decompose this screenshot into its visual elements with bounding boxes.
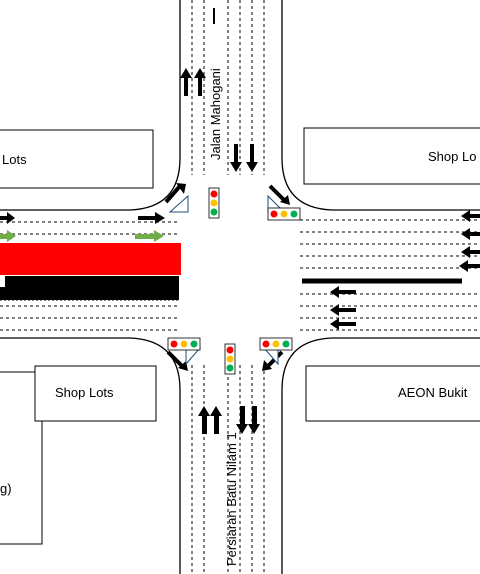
arrow-west-right-2 xyxy=(138,212,165,224)
traffic-signal-west xyxy=(167,337,201,351)
arrow-turn-north-right xyxy=(268,184,290,205)
building-bottom-right: AEON Bukit xyxy=(305,365,480,422)
arrow-west-right-1 xyxy=(0,212,15,224)
arrow-east-left-6 xyxy=(330,304,356,316)
arrow-south-down-2 xyxy=(248,406,260,434)
arrow-south-down-1 xyxy=(236,406,248,434)
turn-island-nw xyxy=(168,194,189,213)
road-name-north: Jalan Mahogani xyxy=(208,68,223,160)
building-top-right-label: Shop Lo xyxy=(428,149,476,164)
red-bar xyxy=(0,243,181,275)
arrow-west-right-green-1 xyxy=(0,230,16,242)
traffic-signal-north xyxy=(208,187,220,219)
arrow-east-left-5 xyxy=(330,286,356,298)
building-far-left-fragment: g) xyxy=(0,481,12,496)
arrow-north-up-1 xyxy=(180,68,192,96)
black-bar xyxy=(0,276,179,300)
arrow-east-left-7 xyxy=(330,318,356,330)
arrow-south-up-2 xyxy=(210,406,222,434)
building-bottom-left-label: Shop Lots xyxy=(55,385,114,400)
white-notch xyxy=(0,276,5,287)
arrow-south-up-1 xyxy=(198,406,210,434)
arrow-west-right-green-2 xyxy=(135,230,164,242)
building-bottom-right-label: AEON Bukit xyxy=(398,385,468,400)
building-top-right: Shop Lo xyxy=(303,127,480,185)
traffic-signal-east xyxy=(267,207,301,221)
arrow-east-left-4 xyxy=(459,260,480,272)
traffic-signal-south xyxy=(224,343,236,375)
arrow-east-left-3 xyxy=(461,246,480,258)
arrow-east-left-2 xyxy=(461,228,480,240)
arrow-turn-south-left xyxy=(166,350,188,371)
arrow-north-down-2 xyxy=(246,144,258,172)
arrow-north-up-2 xyxy=(194,68,206,96)
arrow-turn-north-left xyxy=(164,183,186,204)
building-bottom-left: Shop Lots g) xyxy=(0,365,157,545)
building-top-left-label: Lots xyxy=(2,152,27,167)
road-name-south: Persiaran Batu Nilam 1 xyxy=(224,432,239,566)
traffic-signal-southeast xyxy=(259,337,293,351)
arrow-north-down-1 xyxy=(230,144,242,172)
arrow-east-left-1 xyxy=(461,210,480,222)
building-top-left: Lots xyxy=(0,129,154,189)
